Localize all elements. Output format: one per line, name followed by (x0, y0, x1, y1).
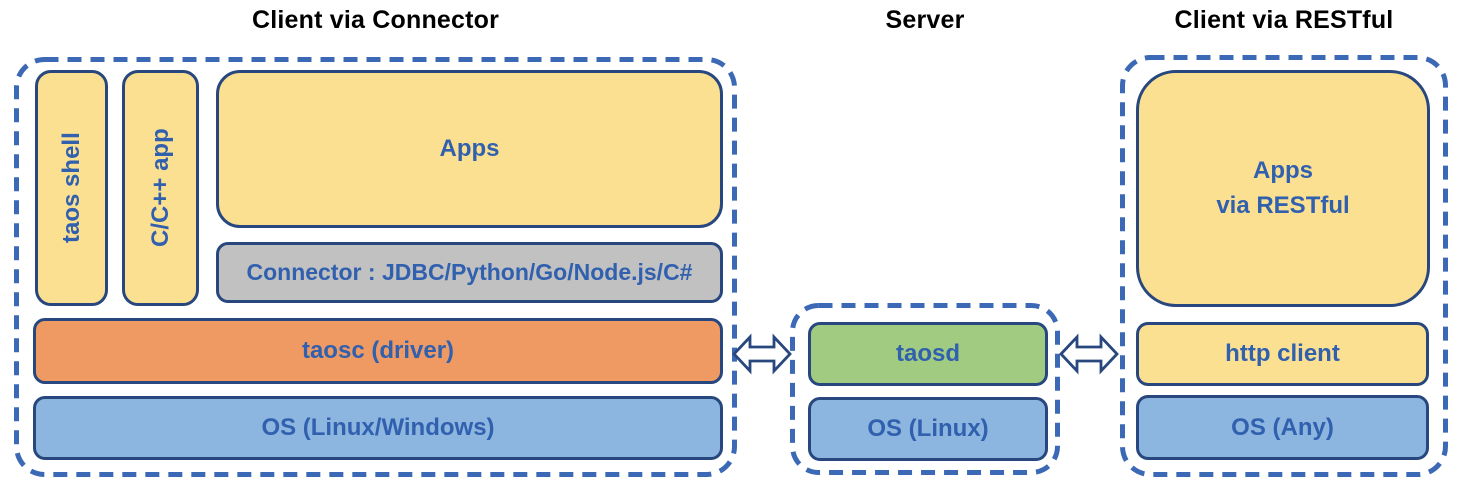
client-restful-dashed-border (1120, 55, 1448, 477)
double-arrow-icon (732, 333, 792, 375)
section-title-client-restful: Client via RESTful (1174, 6, 1394, 34)
os-linux-windows-box: OS (Linux/Windows) (33, 396, 723, 460)
apps-via-restful-box: Apps via RESTful (1136, 70, 1430, 307)
http-client-box: http client (1136, 322, 1429, 386)
client-connector-dashed-border (14, 57, 737, 477)
section-title-server: Server (885, 6, 965, 34)
taos-shell-label: taos shell (57, 132, 85, 244)
section-title-client-connector: Client via Connector (251, 6, 500, 34)
taosc-driver-box: taosc (driver) (33, 318, 723, 384)
cpp-app-box: C/C++ app (122, 70, 199, 306)
server-dashed-border (790, 303, 1060, 475)
os-linux-box: OS (Linux) (808, 397, 1048, 461)
double-arrow-icon (1059, 333, 1119, 375)
taos-shell-box: taos shell (35, 70, 108, 306)
taosd-box: taosd (808, 322, 1048, 386)
connector-box: Connector : JDBC/Python/Go/Node.js/C# (216, 242, 723, 303)
os-any-box: OS (Any) (1136, 395, 1429, 460)
apps-box: Apps (216, 70, 723, 228)
cpp-app-label: C/C++ app (146, 128, 174, 248)
